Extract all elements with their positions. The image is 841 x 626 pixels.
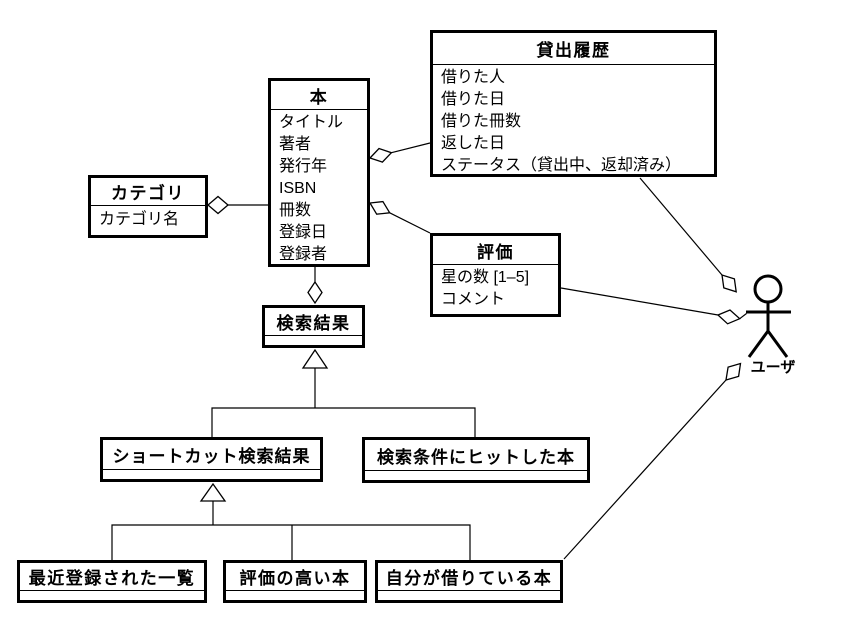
attribute: 借りた人 <box>441 69 506 86</box>
attribute: 返した日 <box>441 135 506 152</box>
aggregation-diamond-book-lending <box>368 147 393 163</box>
association-book-lending <box>391 142 431 154</box>
aggregation-diamond-category <box>206 195 230 215</box>
aggregation-diamond-user-borrowed <box>725 362 742 381</box>
class-title: カテゴリ <box>91 178 205 206</box>
class-title: 最近登録された一覧 <box>20 563 204 591</box>
attribute: タイトル <box>279 114 344 131</box>
class-box-search-result: 検索結果 <box>262 305 365 348</box>
class-box-highly-rated-books: 評価の高い本 <box>223 560 367 603</box>
generalization-rail-shortcut <box>111 524 471 560</box>
class-attributes-empty <box>378 591 560 600</box>
attribute: 登録者 <box>279 246 328 263</box>
association-borrowed-user <box>563 379 727 560</box>
class-attributes-empty <box>103 470 320 479</box>
association-rating-user-tail <box>739 313 747 320</box>
attribute: ISBN <box>279 180 317 197</box>
class-title: ショートカット検索結果 <box>103 440 320 470</box>
class-box-lending-history: 貸出履歴 借りた人 借りた日 借りた冊数 返した日 ステータス（貸出中、返却済み… <box>430 30 717 177</box>
aggregation-diamond-user-lending <box>721 274 737 293</box>
class-box-recently-registered-list: 最近登録された一覧 <box>17 560 207 603</box>
attribute: 借りた日 <box>441 91 506 108</box>
class-box-category: カテゴリ カテゴリ名 <box>88 175 208 238</box>
aggregation-diamond-user-rating <box>716 309 741 325</box>
attribute: 借りた冊数 <box>441 113 522 130</box>
aggregation-diamond-book-rating <box>368 200 391 215</box>
class-box-my-borrowed-books: 自分が借りている本 <box>375 560 563 603</box>
class-attributes: 星の数 [1–5] コメント <box>433 265 558 314</box>
class-attributes: 借りた人 借りた日 借りた冊数 返した日 ステータス（貸出中、返却済み） <box>433 65 714 177</box>
association-lending-user <box>639 177 723 276</box>
class-box-shortcut-search-result: ショートカット検索結果 <box>100 437 323 482</box>
class-attributes-empty <box>226 591 364 600</box>
attribute: カテゴリ名 <box>99 211 180 228</box>
aggregation-diamond-searchresult <box>307 280 323 305</box>
class-attributes-empty <box>265 336 362 345</box>
association-rating-user <box>560 287 719 316</box>
association-book-rating <box>389 212 431 234</box>
user-actor-label: ユーザ <box>750 359 796 376</box>
class-title: 評価の高い本 <box>226 563 364 591</box>
class-title: 検索結果 <box>265 308 362 336</box>
attribute: 星の数 [1–5] <box>441 269 530 286</box>
class-attributes: タイトル 著者 発行年 ISBN 冊数 登録日 登録者 <box>271 110 367 266</box>
class-title: 検索条件にヒットした本 <box>365 440 587 471</box>
attribute: ステータス（貸出中、返却済み） <box>441 157 682 174</box>
class-box-search-hit-books: 検索条件にヒットした本 <box>362 437 590 483</box>
class-title: 貸出履歴 <box>433 33 714 65</box>
class-title: 評価 <box>433 236 558 265</box>
class-title: 本 <box>271 81 367 110</box>
attribute: 発行年 <box>279 158 328 175</box>
class-box-book: 本 タイトル 著者 発行年 ISBN 冊数 登録日 登録者 <box>268 78 370 267</box>
user-actor-icon <box>746 274 791 358</box>
attribute: 登録日 <box>279 224 328 241</box>
class-attributes: カテゴリ名 <box>91 206 205 235</box>
class-box-rating: 評価 星の数 [1–5] コメント <box>430 233 561 317</box>
attribute: コメント <box>441 291 506 308</box>
class-attributes-empty <box>20 591 204 600</box>
generalization-arrow-shortcut <box>199 482 227 502</box>
attribute: 冊数 <box>279 202 312 219</box>
class-title: 自分が借りている本 <box>378 563 560 591</box>
generalization-rail-searchresult <box>211 407 476 437</box>
attribute: 著者 <box>279 136 312 153</box>
class-attributes-empty <box>365 471 587 480</box>
generalization-arrow-searchresult <box>301 348 329 369</box>
